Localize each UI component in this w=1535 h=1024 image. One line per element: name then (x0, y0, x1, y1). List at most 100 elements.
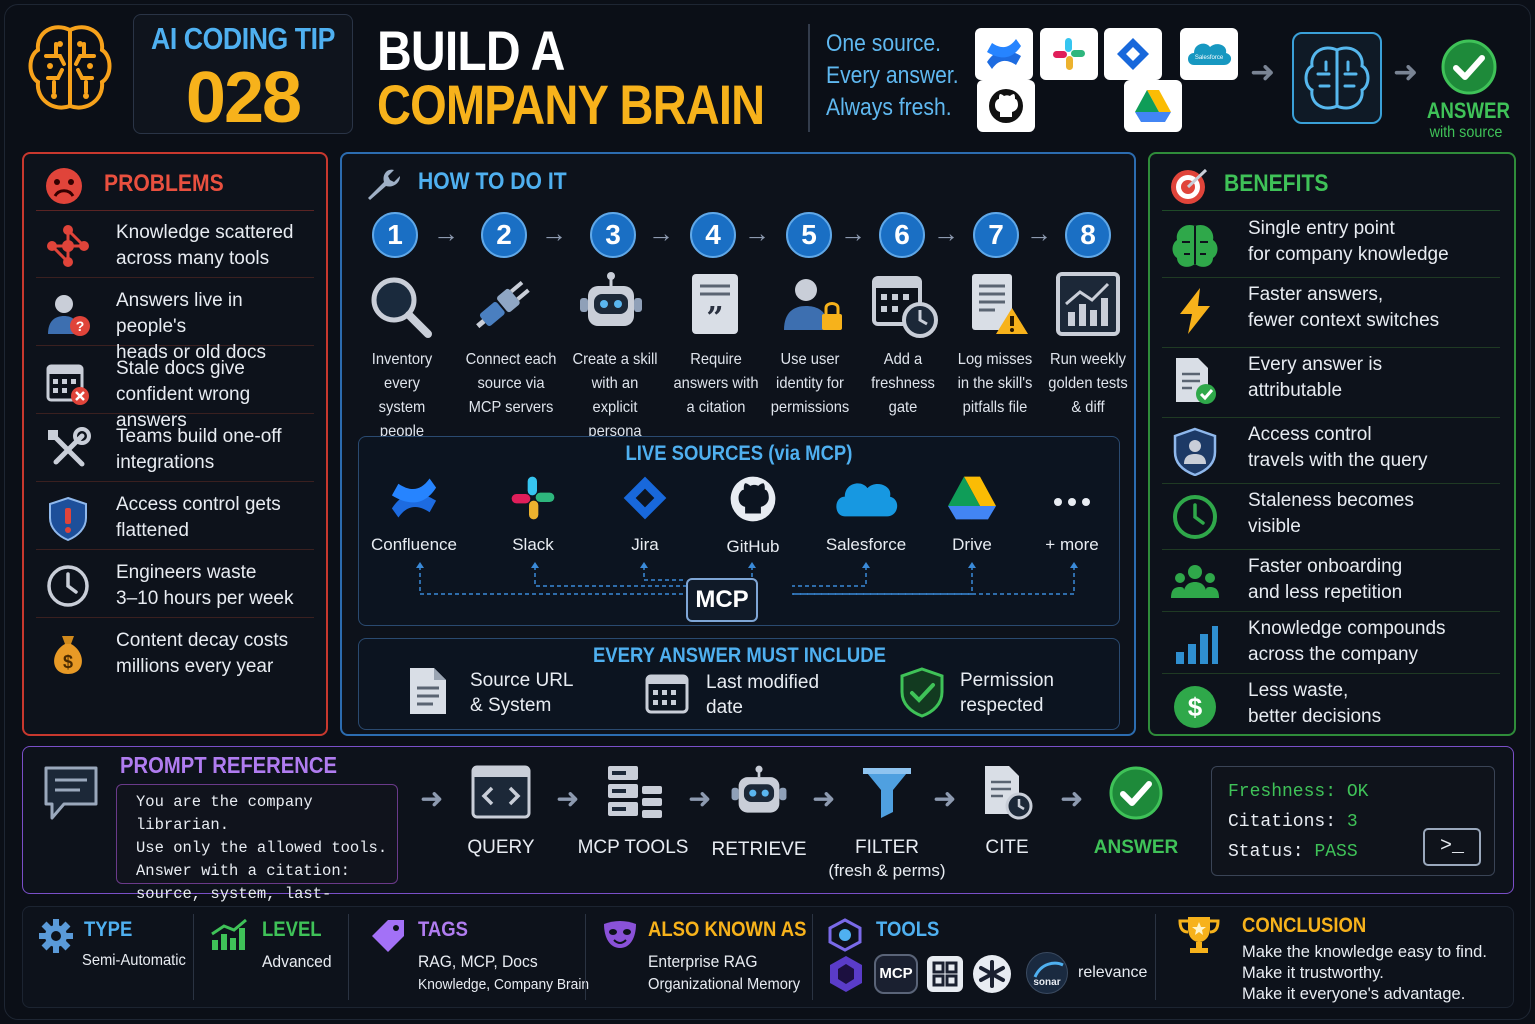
prompt-line: You are the company librarian. (136, 793, 313, 834)
page-title-line1: BUILD A (377, 19, 565, 82)
flow-arrow: ➜ (812, 783, 836, 814)
problem-text-line2: millions every year (116, 656, 274, 677)
flow-mcp-tools: MCP TOOLS (573, 764, 693, 859)
benefits-title-divider (1162, 210, 1500, 211)
source-label: + more (1045, 535, 1099, 554)
svg-text:”: ” (706, 301, 723, 336)
step-arrow: → (648, 218, 674, 248)
freshness-value: OK (1346, 782, 1369, 802)
benefits-title: BENEFITS (1224, 170, 1329, 197)
citations-key: Citations: (1228, 812, 1337, 832)
step-arrow: → (933, 218, 959, 248)
flow-arrow: ➜ (420, 783, 444, 814)
calendar-error-icon (46, 364, 89, 405)
chat-bubble-icon (44, 766, 98, 820)
live-sources-title: LIVE SOURCES (via MCP) (625, 442, 853, 465)
status-key: Status: (1228, 842, 1304, 862)
tools-icon (48, 427, 91, 467)
problem-text-line2: 3–10 hours per week (116, 588, 294, 609)
benefit-text-line2: fewer context switches (1248, 310, 1440, 331)
page-border (4, 4, 1531, 1020)
lightning-icon (1180, 288, 1210, 334)
footer-tags: TAGS RAG, MCP, Docs Knowledge, Company B… (418, 910, 604, 1006)
footer-conclusion: CONCLUSION Make the knowledge easy to fi… (1242, 912, 1487, 1008)
source-label: Slack (512, 535, 554, 554)
wrench-icon (368, 169, 400, 200)
grid-tool-icon (927, 956, 963, 992)
benefit-item: Staleness becomes visible (1162, 484, 1500, 550)
step-8-badge: 8 (1065, 212, 1111, 258)
network-icon (47, 225, 89, 267)
aka-line2: Organizational Memory (648, 976, 801, 993)
problem-text-line1: Answers live in people's (116, 290, 243, 337)
source-more: + more (1022, 474, 1122, 555)
benefit-text-line2: for company knowledge (1248, 244, 1449, 265)
quote-doc-icon: ” (692, 274, 738, 336)
tip-badge: AI CODING TIP 028 (133, 14, 353, 138)
must-source-text: Source URL& System (470, 670, 574, 716)
step-arrow: → (433, 218, 459, 248)
benefit-text-line1: Staleness becomes (1248, 490, 1414, 511)
footer-type: TYPE Semi-Automatic (82, 910, 195, 1006)
source-confluence: Confluence (364, 474, 464, 555)
conclusion-line: Make it everyone's advantage. (1242, 985, 1466, 1003)
prompt-line: Use only the allowed tools. (136, 839, 388, 857)
calendar-icon (645, 674, 689, 714)
magnifier-icon (371, 277, 432, 338)
source-label: GitHub (726, 537, 780, 556)
confluence-logo-icon (975, 28, 1033, 80)
problem-text-line1: Engineers waste (116, 562, 257, 583)
footer-level: LEVEL Advanced (262, 910, 338, 1006)
aka-line1: Enterprise RAG (648, 952, 758, 971)
footer-divider (193, 914, 194, 1000)
clock-icon (1173, 495, 1217, 539)
problem-text-line1: Content decay costs (116, 630, 289, 651)
must-include-title: EVERY ANSWER MUST INCLUDE (592, 644, 886, 667)
status-value: PASS (1314, 842, 1358, 862)
flow-arrow: ➜ (556, 783, 580, 814)
growth-chart-icon (211, 918, 247, 950)
prompt-line: Answer with a citation: (136, 862, 350, 880)
problem-text-line1: Teams build one-off (116, 426, 282, 447)
mcp-hub-badge: MCP (686, 578, 758, 622)
step-7-badge: 7 (973, 212, 1019, 258)
target-icon (1171, 168, 1208, 204)
mcp-tool-icon: MCP (874, 954, 918, 994)
tagline-1: One source. (826, 30, 942, 57)
flow-label: RETRIEVE (711, 839, 807, 860)
source-slack: Slack (483, 474, 583, 555)
server-icon (608, 766, 662, 818)
confluence-icon (391, 478, 437, 518)
svg-text:$: $ (63, 652, 73, 672)
benefit-text-line2: better decisions (1248, 706, 1382, 727)
type-title: TYPE (84, 918, 133, 941)
benefit-text-line2: visible (1248, 516, 1301, 537)
sonar-tool-icon: sonar (1026, 952, 1068, 994)
money-bag-icon: $ (54, 636, 82, 674)
terminal-button[interactable]: >_ (1423, 828, 1481, 866)
benefit-text-line1: Faster answers, (1248, 284, 1384, 305)
funnel-icon (863, 768, 911, 818)
flow-label: ANSWER (1093, 837, 1179, 858)
type-value: Semi-Automatic (82, 952, 186, 969)
level-value: Advanced (262, 952, 332, 971)
footer-aka: ALSO KNOWN AS Enterprise RAG Organizatio… (648, 910, 828, 1006)
person-question-icon: ? (48, 295, 90, 336)
benefit-item: Faster answers, fewer context switches (1162, 278, 1500, 348)
footer-tools: TOOLS (876, 910, 948, 1006)
slack-logo-icon (1040, 28, 1098, 80)
footer-panel (22, 906, 1514, 1008)
code-window-icon (471, 765, 531, 819)
